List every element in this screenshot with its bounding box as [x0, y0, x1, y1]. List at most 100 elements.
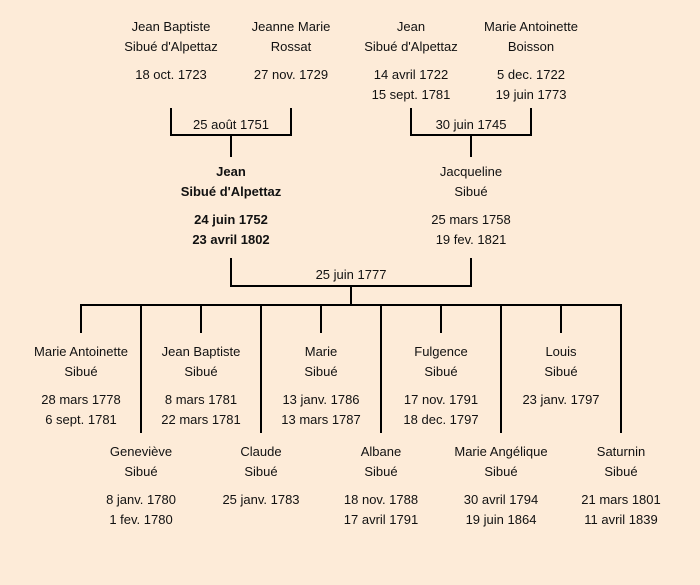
person-death-date: 15 sept. 1781	[371, 87, 451, 102]
spacer	[491, 382, 631, 390]
person-surname: Rossat	[270, 39, 312, 54]
marriage-bracket-main	[230, 258, 472, 305]
person-death-date: 13 mars 1787	[281, 412, 361, 427]
person-birth-date: 27 nov. 1729	[253, 67, 329, 82]
person-birth-date: 8 janv. 1780	[106, 492, 176, 507]
person-death-date: 19 juin 1773	[495, 87, 567, 102]
person-death-date: 18 dec. 1797	[403, 412, 479, 427]
person-death-date: 19 fev. 1821	[435, 232, 507, 247]
marriage-date-left: 25 août 1751	[193, 117, 269, 132]
person-first-name: Saturnin	[596, 444, 646, 459]
person-first-name: Claude	[240, 444, 282, 459]
marriage-bracket-right	[410, 108, 532, 157]
person-first-name: Marie	[304, 344, 338, 359]
person-birth-date: 18 oct. 1723	[135, 67, 207, 82]
person-death-date: 17 avril 1791	[343, 512, 419, 527]
marriage-date-main: 25 juin 1777	[315, 267, 387, 282]
spacer	[71, 482, 211, 490]
spacer	[341, 57, 481, 65]
person-first-name: Jean Baptiste	[131, 19, 211, 34]
children-drops-upper	[80, 305, 562, 333]
person-birth-date: 30 avril 1794	[463, 492, 539, 507]
marriage-date-right: 30 juin 1745	[435, 117, 507, 132]
person-birth-date: 18 nov. 1788	[343, 492, 419, 507]
person-birth-date: 17 nov. 1791	[403, 392, 479, 407]
spacer	[251, 382, 391, 390]
spacer	[401, 202, 541, 210]
children-drops-lower	[140, 305, 622, 433]
person-surname: Sibué	[454, 184, 488, 199]
person-first-name: Jean	[396, 19, 426, 34]
person-surname: Boisson	[507, 39, 555, 54]
person-birth-date: 24 juin 1752	[194, 212, 268, 227]
spacer	[551, 482, 691, 490]
person-birth-date: 23 janv. 1797	[522, 392, 600, 407]
spacer	[221, 57, 361, 65]
person-death-date: 6 sept. 1781	[45, 412, 117, 427]
person-first-name: Fulgence	[414, 344, 468, 359]
spacer	[131, 382, 271, 390]
person-death-date: 19 juin 1864	[465, 512, 537, 527]
person-first-name: Albane	[360, 444, 402, 459]
person-birth-date: 13 janv. 1786	[282, 392, 360, 407]
person-death-date: 23 avril 1802	[192, 232, 270, 247]
person-first-name: Marie Antoinette	[34, 344, 128, 359]
person-surname: Sibué d'Alpettaz	[124, 39, 218, 54]
spacer	[371, 382, 511, 390]
person-surname: Sibué d'Alpettaz	[364, 39, 458, 54]
person-surname: Sibué	[244, 464, 278, 479]
person-first-name: Jean Baptiste	[161, 344, 241, 359]
person-first-name: Jacqueline	[439, 164, 503, 179]
person-surname: Sibué	[124, 464, 158, 479]
person-birth-date: 8 mars 1781	[164, 392, 238, 407]
person-surname: Sibué	[304, 364, 338, 379]
person-surname: Sibué	[544, 364, 578, 379]
person-surname: Sibué	[484, 464, 518, 479]
person-surname: Sibué	[364, 464, 398, 479]
person-death-date: 22 mars 1781	[161, 412, 241, 427]
person-surname: Sibué d'Alpettaz	[180, 184, 282, 199]
person-birth-date: 21 mars 1801	[581, 492, 661, 507]
person-death-date: 1 fev. 1780	[109, 512, 173, 527]
spacer	[461, 57, 601, 65]
spacer	[191, 482, 331, 490]
spacer	[161, 202, 301, 210]
person-surname: Sibué	[424, 364, 458, 379]
spacer	[311, 482, 451, 490]
person-first-name: Jean	[216, 164, 246, 179]
person-birth-date: 14 avril 1722	[373, 67, 449, 82]
person-first-name: Marie Angélique	[454, 444, 548, 459]
spacer	[431, 482, 571, 490]
person-surname: Sibué	[604, 464, 638, 479]
person-birth-date: 25 mars 1758	[431, 212, 511, 227]
person-first-name: Louis	[545, 344, 577, 359]
person-death-date: 11 avril 1839	[584, 512, 658, 527]
person-surname: Sibué	[184, 364, 218, 379]
person-birth-date: 28 mars 1778	[41, 392, 121, 407]
spacer	[11, 382, 151, 390]
person-first-name: Marie Antoinette	[484, 19, 578, 34]
person-first-name: Geneviève	[109, 444, 173, 459]
marriage-bracket-left	[170, 108, 292, 157]
person-birth-date: 5 dec. 1722	[497, 67, 565, 82]
person-birth-date: 25 janv. 1783	[222, 492, 300, 507]
person-surname: Sibué	[64, 364, 98, 379]
person-first-name: Jeanne Marie	[251, 19, 331, 34]
